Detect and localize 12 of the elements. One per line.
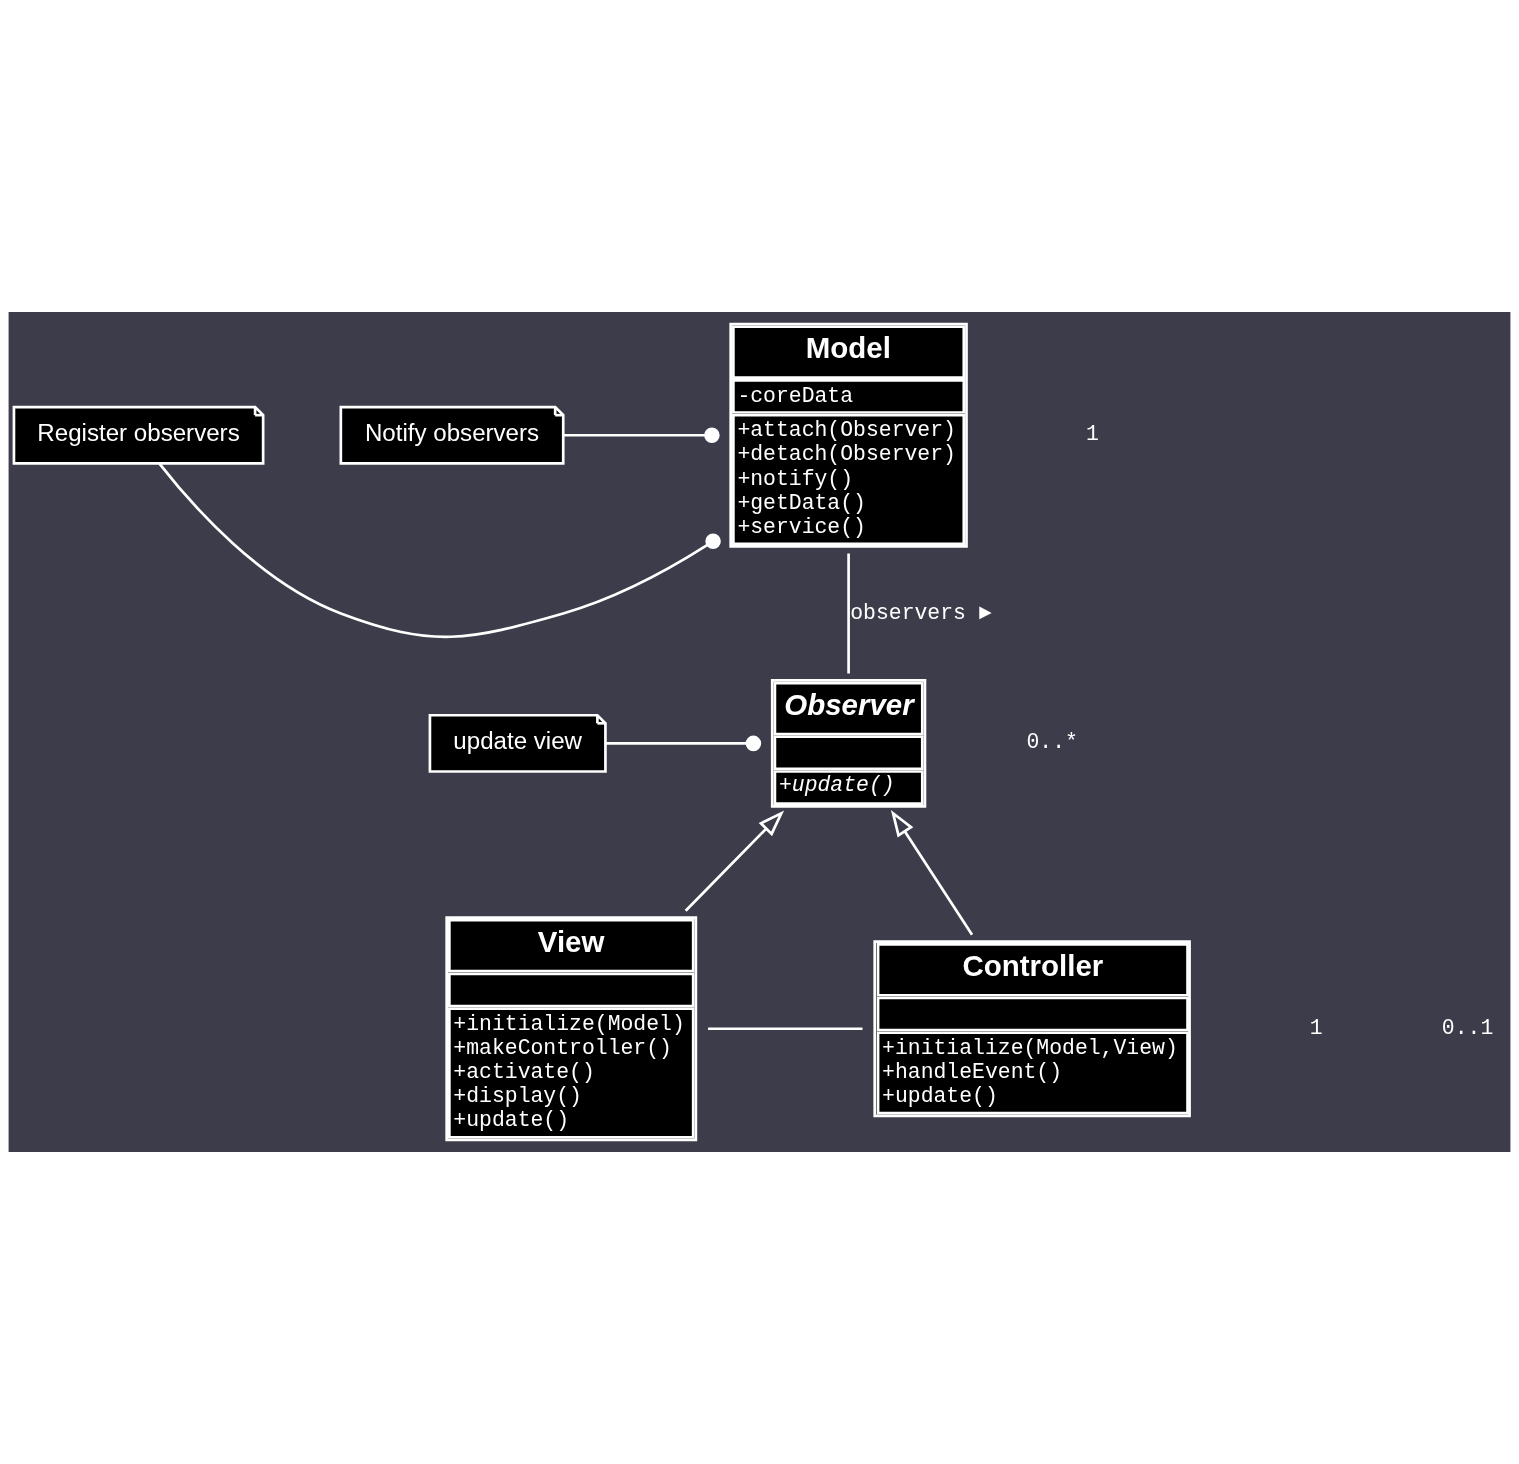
arrow bbox=[890, 809, 974, 936]
connector bbox=[158, 462, 721, 639]
edge-label: observers ► bbox=[850, 600, 992, 625]
connector bbox=[605, 735, 762, 752]
label: 1 bbox=[1085, 422, 1099, 447]
connector bbox=[847, 553, 850, 674]
label: 1 bbox=[1309, 1015, 1323, 1040]
connector bbox=[708, 1027, 863, 1031]
label: 0..* bbox=[1026, 730, 1078, 755]
arrow bbox=[684, 810, 785, 912]
label: 0..1 bbox=[1441, 1015, 1494, 1040]
connector bbox=[563, 427, 720, 443]
